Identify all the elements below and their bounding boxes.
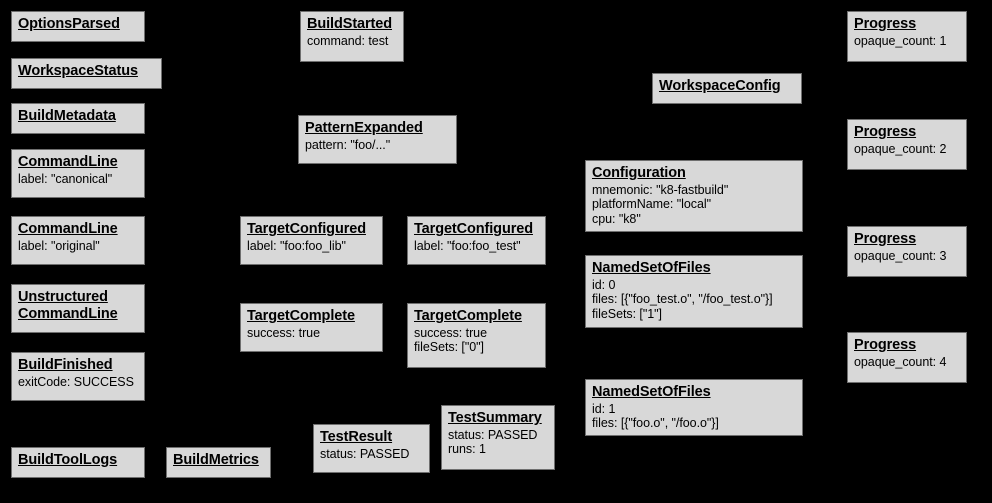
node-fields: mnemonic: "k8-fastbuild" platformName: "… — [592, 182, 729, 226]
node-title: CommandLine — [18, 221, 118, 237]
node-title: Progress — [854, 16, 917, 32]
node-title: TargetConfigured — [247, 221, 366, 237]
node-build-tool-logs[interactable]: BuildToolLogs — [11, 447, 145, 478]
node-fields: success: true — [247, 325, 320, 340]
node-title: NamedSetOfFiles — [592, 384, 711, 400]
node-title: NamedSetOfFiles — [592, 260, 711, 276]
node-title: PatternExpanded — [305, 120, 423, 136]
node-fields: command: test — [307, 33, 389, 48]
node-title: CommandLine — [18, 154, 118, 170]
node-fields: id: 0 files: [{"foo_test.o", "/foo_test.… — [592, 277, 773, 321]
node-title: Progress — [854, 231, 917, 247]
node-unstructured-command-line[interactable]: Unstructured CommandLine — [11, 284, 145, 333]
node-fields: opaque_count: 3 — [854, 248, 947, 263]
node-title: WorkspaceStatus — [18, 63, 138, 79]
node-title: TargetComplete — [414, 308, 522, 324]
node-fields: exitCode: SUCCESS — [18, 374, 134, 389]
node-build-metadata[interactable]: BuildMetadata — [11, 103, 145, 134]
node-fields: opaque_count: 4 — [854, 354, 947, 369]
node-title: BuildStarted — [307, 16, 393, 32]
node-title: WorkspaceConfig — [659, 78, 781, 94]
node-title: BuildMetrics — [173, 452, 259, 468]
node-title: Unstructured CommandLine — [18, 289, 118, 322]
node-fields: label: "foo:foo_lib" — [247, 238, 346, 253]
node-workspace-status[interactable]: WorkspaceStatus — [11, 58, 162, 89]
node-title: OptionsParsed — [18, 16, 120, 32]
node-fields: label: "canonical" — [18, 171, 113, 186]
node-title: TestResult — [320, 429, 393, 445]
node-options-parsed[interactable]: OptionsParsed — [11, 11, 145, 42]
node-fields: label: "foo:foo_test" — [414, 238, 521, 253]
node-title: Progress — [854, 337, 917, 353]
node-title: TestSummary — [448, 410, 542, 426]
node-fields: success: true fileSets: ["0"] — [414, 325, 487, 355]
node-fields: pattern: "foo/..." — [305, 137, 391, 152]
node-title: Progress — [854, 124, 917, 140]
node-fields: status: PASSED runs: 1 — [448, 427, 538, 457]
node-fields: opaque_count: 2 — [854, 141, 947, 156]
node-title: TargetComplete — [247, 308, 355, 324]
node-title: BuildMetadata — [18, 108, 116, 124]
node-fields: id: 1 files: [{"foo.o", "/foo.o"}] — [592, 401, 719, 431]
node-title: BuildToolLogs — [18, 452, 118, 468]
node-build-metrics[interactable]: BuildMetrics — [166, 447, 271, 478]
node-fields: label: "original" — [18, 238, 100, 253]
node-fields: status: PASSED — [320, 446, 410, 461]
node-title: BuildFinished — [18, 357, 113, 373]
node-workspace-config[interactable]: WorkspaceConfig — [652, 73, 802, 104]
node-fields: opaque_count: 1 — [854, 33, 947, 48]
node-title: Configuration — [592, 165, 686, 181]
node-title: TargetConfigured — [414, 221, 533, 237]
